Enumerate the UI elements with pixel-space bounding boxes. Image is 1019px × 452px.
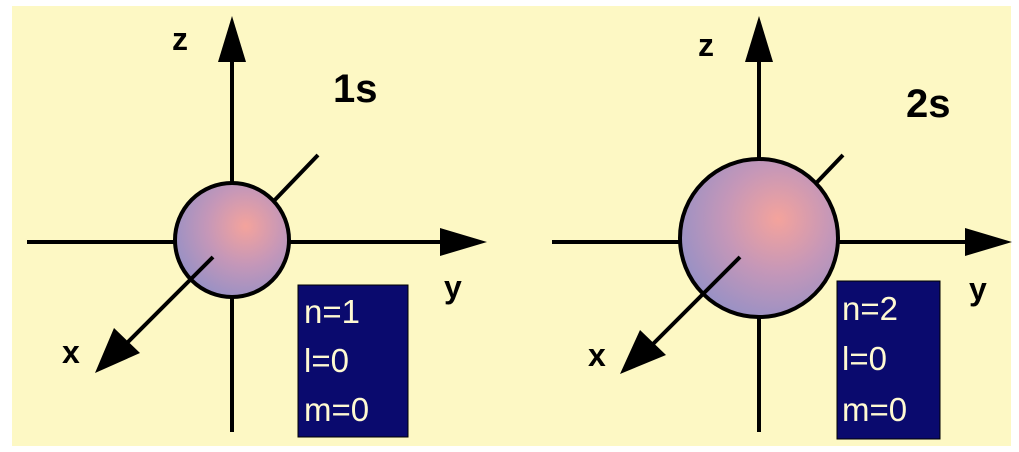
- z-arrowhead-1s: [218, 16, 246, 62]
- panel-1s: z y x 1s n=1 l=0 m=0: [27, 16, 487, 438]
- x-axis-front-2s: [650, 255, 742, 347]
- x-axis-front-1s: [126, 255, 215, 344]
- z-axis-label-2s: z: [698, 27, 714, 63]
- quantum-numbers-box-2s: [836, 280, 941, 440]
- quantum-m-1s: m=0: [304, 391, 369, 428]
- y-axis-label-2s: y: [969, 271, 987, 307]
- x-axis-back-1s: [268, 153, 320, 207]
- y-arrowhead-2s: [965, 228, 1012, 256]
- orbital-title-1s: 1s: [333, 67, 378, 111]
- quantum-m-2s: m=0: [842, 391, 907, 428]
- quantum-n-1s: n=1: [304, 293, 360, 330]
- x-axis-label-1s: x: [62, 334, 80, 370]
- quantum-l-1s: l=0: [304, 342, 349, 379]
- x-axis-label-2s: x: [588, 337, 606, 373]
- quantum-n-2s: n=2: [842, 290, 898, 327]
- y-axis-label-1s: y: [444, 269, 462, 305]
- quantum-l-2s: l=0: [842, 340, 887, 377]
- x-arrowhead-2s: [620, 330, 666, 374]
- y-arrowhead-1s: [440, 228, 487, 256]
- z-arrowhead-2s: [745, 16, 773, 62]
- quantum-numbers-box-1s: [297, 284, 409, 438]
- panel-2s: z y x 2s n=2 l=0 m=0: [552, 16, 1012, 440]
- x-arrowhead-1s: [95, 328, 140, 373]
- orbital-title-2s: 2s: [906, 82, 951, 126]
- z-axis-label-1s: z: [172, 21, 188, 57]
